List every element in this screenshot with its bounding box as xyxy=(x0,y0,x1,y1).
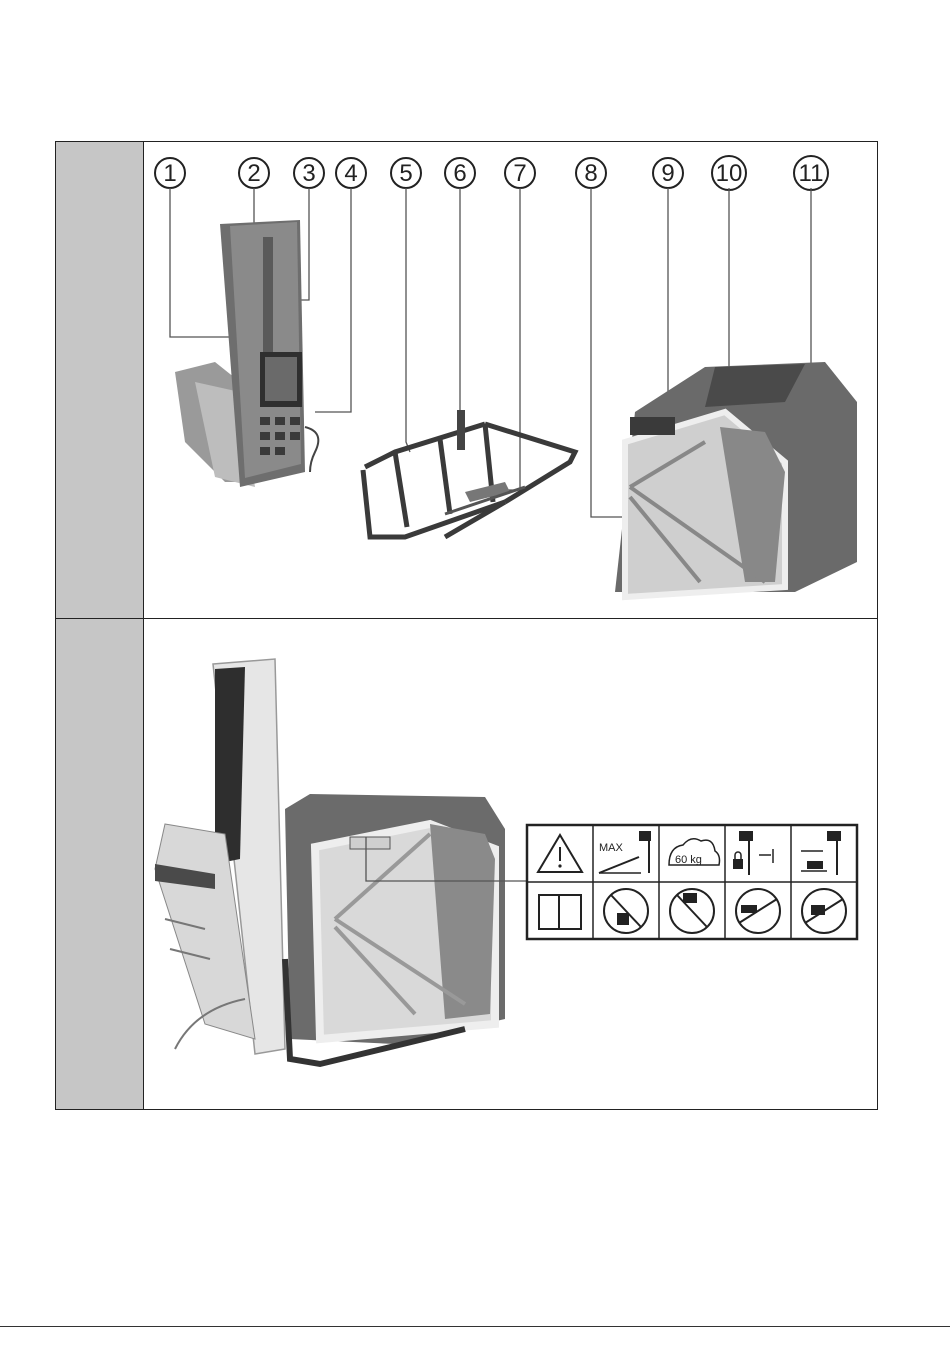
callout-9: 9 xyxy=(653,158,683,188)
callout-5-label: 5 xyxy=(399,160,412,187)
sidebar-band-top xyxy=(56,142,144,618)
frame-assembly xyxy=(363,424,575,537)
grass-bag xyxy=(615,362,857,597)
callout-8-label: 8 xyxy=(584,160,597,187)
callout-row: 1 2 3 4 5 6 7 xyxy=(155,156,828,190)
callout-7: 7 xyxy=(505,158,535,188)
weight-limit-text: 60 kg xyxy=(675,854,702,866)
safety-label-panel: MAX 60 kg xyxy=(527,825,857,939)
callout-11-label: 11 xyxy=(799,160,824,187)
callout-6-label: 6 xyxy=(453,160,466,187)
handle-control-assembly xyxy=(175,220,318,487)
exploded-parts-illustration: 1 2 3 4 5 6 7 xyxy=(145,142,877,618)
callout-2-label: 2 xyxy=(247,160,260,187)
footer-rule xyxy=(0,1326,950,1327)
max-slope-text: MAX xyxy=(599,842,624,854)
mower-handle-assembly xyxy=(155,659,285,1054)
callout-1: 1 xyxy=(155,158,185,188)
callout-7-label: 7 xyxy=(513,160,526,187)
callout-4-label: 4 xyxy=(344,160,357,187)
callout-11: 11 xyxy=(794,156,828,190)
callout-2: 2 xyxy=(239,158,269,188)
callout-3: 3 xyxy=(294,158,324,188)
callout-10: 10 xyxy=(712,156,746,190)
callout-10-label: 10 xyxy=(716,160,743,187)
callout-3-label: 3 xyxy=(302,160,315,187)
figure-frame: 1 2 3 4 5 6 7 xyxy=(55,141,878,1110)
callout-8: 8 xyxy=(576,158,606,188)
callout-1-label: 1 xyxy=(163,160,176,187)
assembled-mower-illustration: MAX 60 kg xyxy=(145,619,877,1109)
callout-9-label: 9 xyxy=(661,160,674,187)
sidebar-band-bottom xyxy=(56,618,144,1109)
grass-bag-mounted xyxy=(285,794,505,1064)
callout-6: 6 xyxy=(445,158,475,188)
callout-4: 4 xyxy=(336,158,366,188)
callout-5: 5 xyxy=(391,158,421,188)
